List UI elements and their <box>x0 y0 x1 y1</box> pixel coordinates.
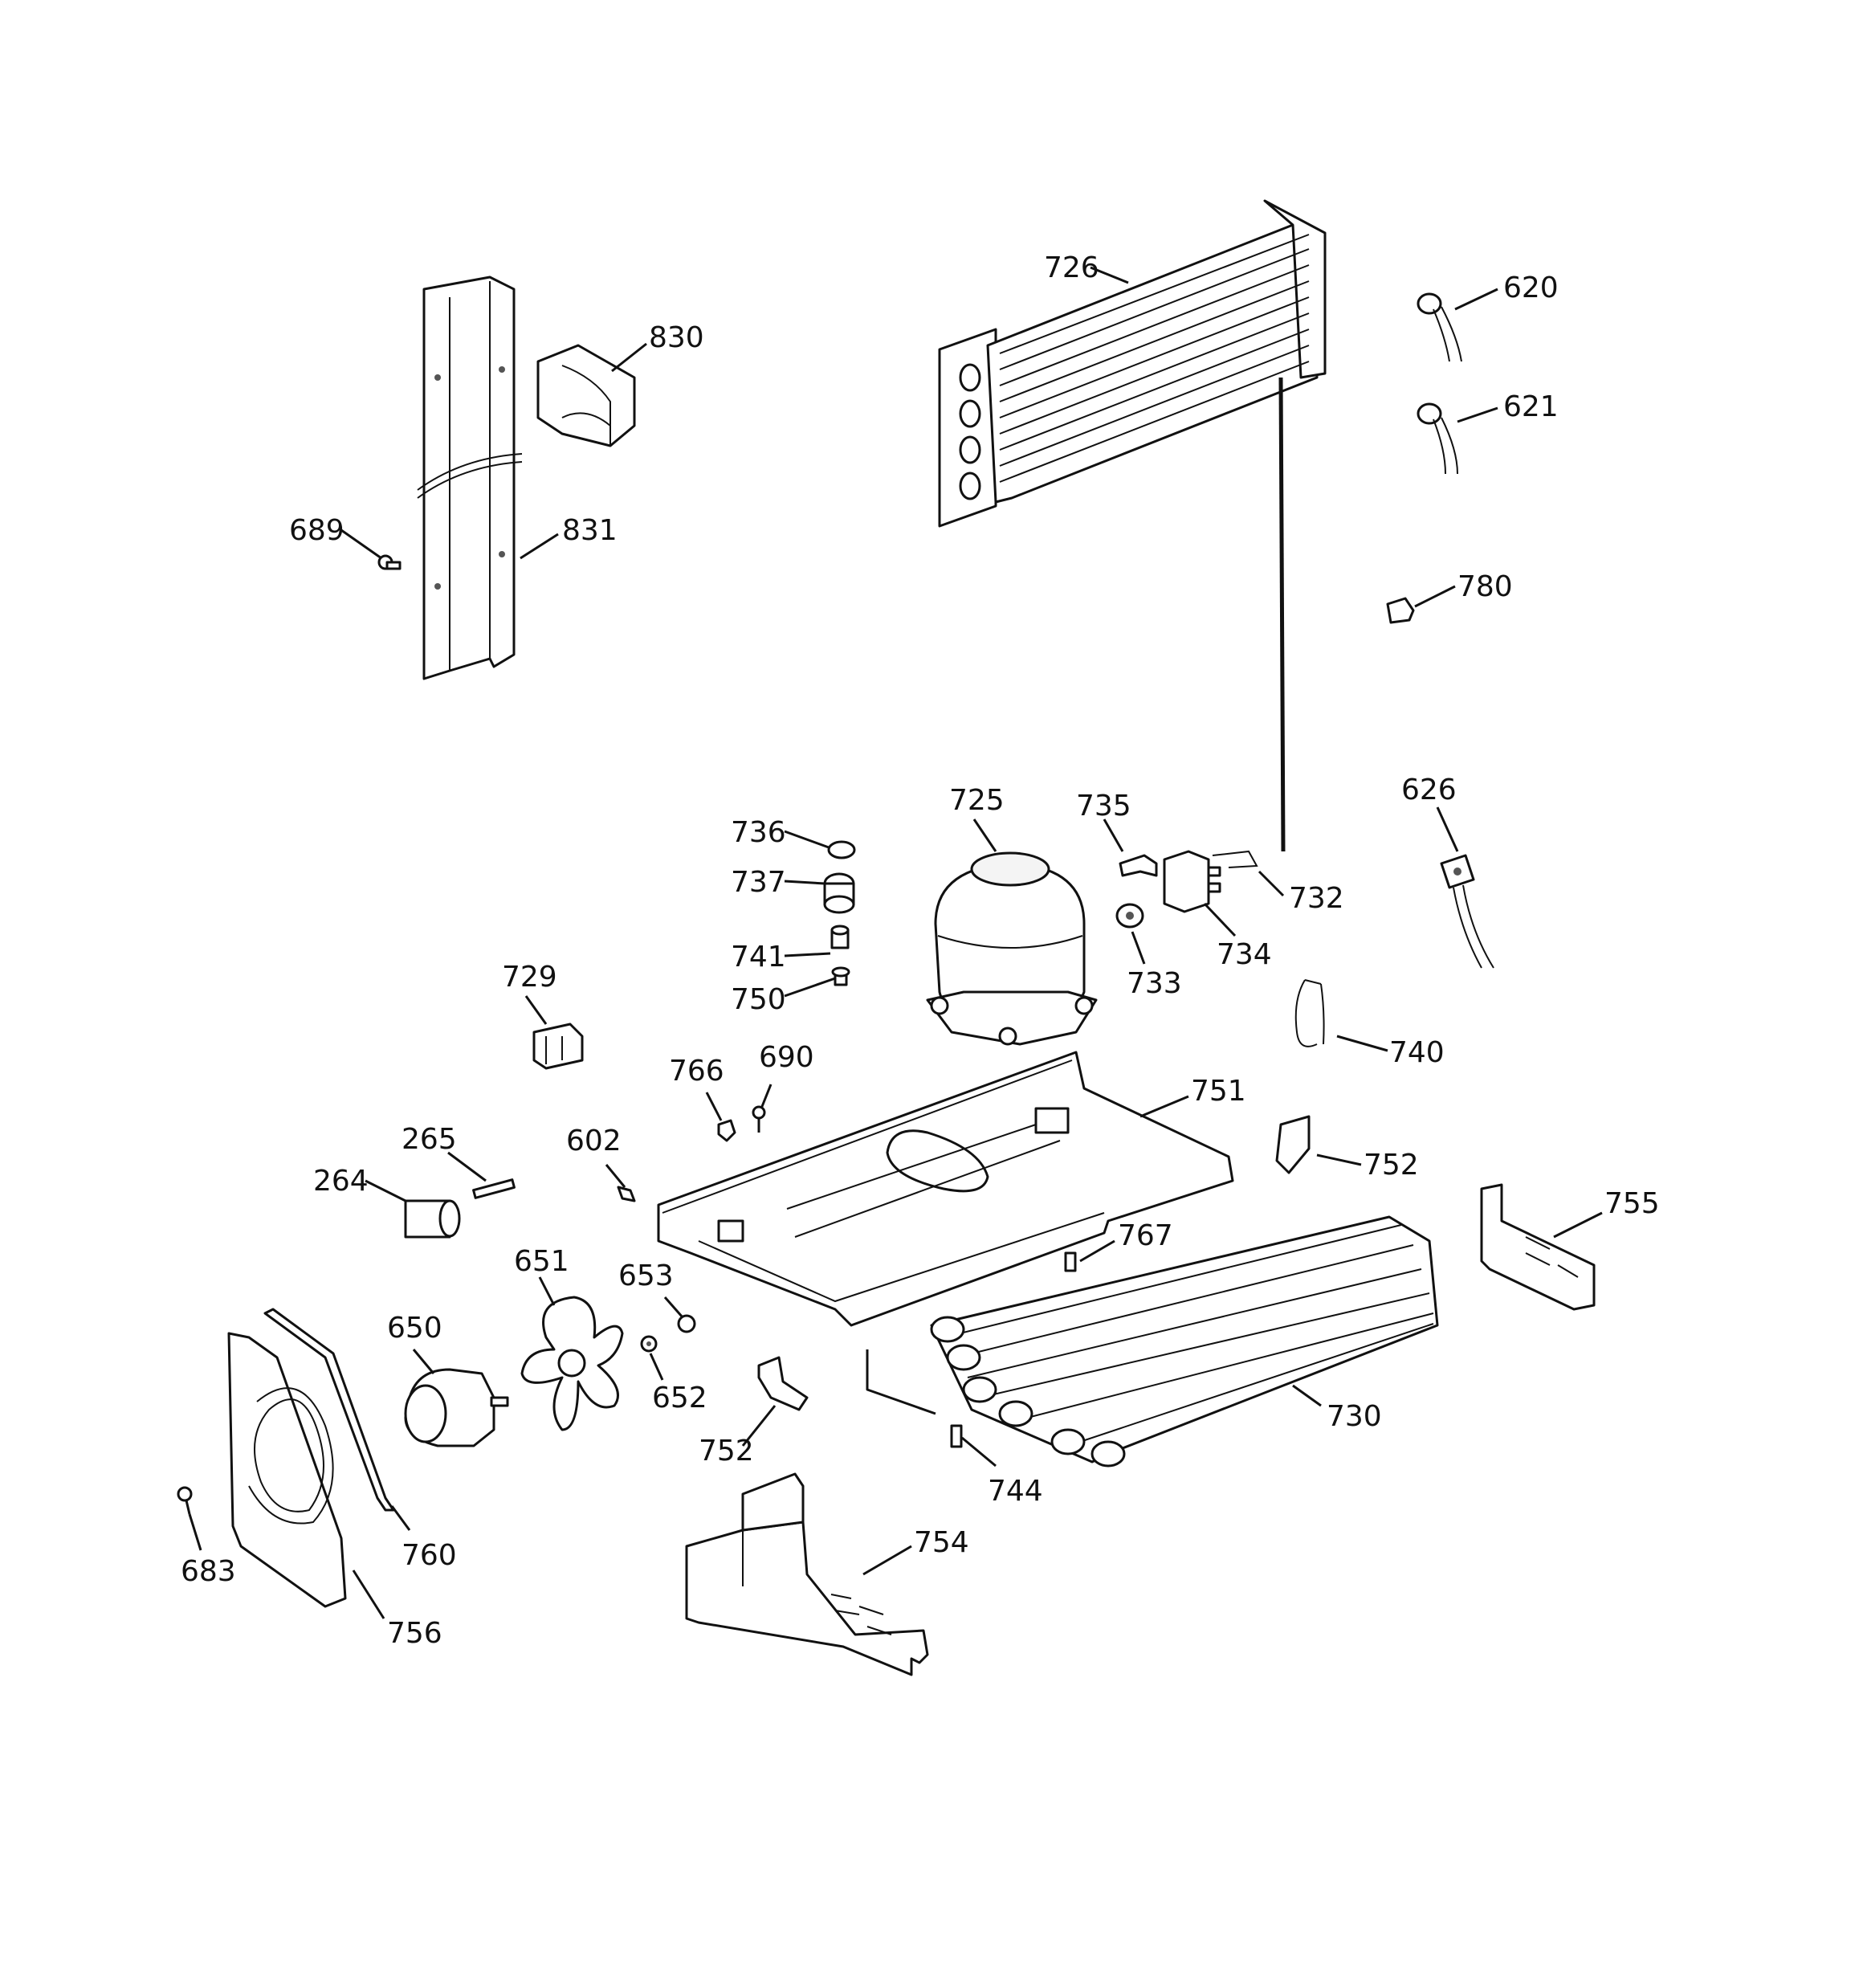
callout-730: 730 <box>1327 1400 1382 1433</box>
callout-683: 683 <box>181 1555 236 1588</box>
callout-766: 766 <box>669 1055 724 1088</box>
screw-689-part <box>377 554 402 570</box>
condenser-grid-part <box>866 1215 1439 1468</box>
screw-602-part <box>617 1186 636 1202</box>
callout-752-lower: 752 <box>699 1435 754 1468</box>
callout-labels: 726 620 621 830 831 689 780 736 737 741 … <box>181 251 1660 1650</box>
mounting-bracket-part <box>536 344 636 447</box>
callout-735: 735 <box>1076 790 1131 823</box>
callout-830: 830 <box>649 321 704 354</box>
capacitor-729-part <box>532 1023 584 1070</box>
callout-626: 626 <box>1401 774 1457 806</box>
fan-motor-part <box>404 1368 509 1447</box>
screw-690-part <box>752 1105 766 1133</box>
cord-621-part <box>1417 402 1458 475</box>
clip-744-part <box>950 1424 963 1448</box>
callout-755: 755 <box>1604 1187 1660 1220</box>
callout-689: 689 <box>289 514 344 547</box>
callout-734: 734 <box>1217 938 1272 971</box>
compressor-part <box>926 851 1098 1046</box>
callout-741: 741 <box>731 941 786 974</box>
callout-754: 754 <box>914 1526 969 1559</box>
callout-650: 650 <box>387 1312 442 1345</box>
callout-653: 653 <box>618 1259 674 1292</box>
bracket-755-part <box>1480 1183 1596 1311</box>
grommet-stack-part <box>823 840 856 986</box>
clip-767-part <box>1064 1251 1077 1272</box>
wire-732-part <box>1212 850 1258 868</box>
overload-733-part <box>1115 903 1144 929</box>
washer-652-part <box>640 1335 658 1353</box>
callout-737: 737 <box>731 866 786 899</box>
callout-736: 736 <box>731 816 786 849</box>
callout-651: 651 <box>514 1245 569 1278</box>
callout-751: 751 <box>1191 1075 1246 1108</box>
callout-264: 264 <box>313 1165 369 1198</box>
relay-734-part <box>1163 850 1221 913</box>
fan-shroud-part <box>227 1332 347 1608</box>
callout-740: 740 <box>1389 1036 1445 1069</box>
callout-620: 620 <box>1503 271 1559 304</box>
callout-652: 652 <box>652 1382 707 1414</box>
condenser-coil-part <box>938 199 1327 852</box>
bracket-754-part <box>685 1472 929 1676</box>
pin-265-part <box>472 1178 516 1199</box>
callout-265: 265 <box>402 1123 457 1156</box>
callout-744: 744 <box>988 1475 1043 1508</box>
callout-729: 729 <box>502 961 557 994</box>
callout-767: 767 <box>1118 1219 1173 1252</box>
bracket-752-lower-part <box>757 1356 809 1411</box>
bracket-752-upper-part <box>1275 1115 1311 1174</box>
callout-690: 690 <box>759 1041 814 1074</box>
leader-lines <box>188 266 1603 1619</box>
clip-766-part <box>717 1119 736 1142</box>
screw-683-part <box>177 1486 193 1515</box>
callout-726: 726 <box>1044 251 1099 284</box>
fan-blade-part <box>520 1296 624 1431</box>
side-rail-part <box>417 276 523 680</box>
callout-621: 621 <box>1503 390 1559 423</box>
callout-732: 732 <box>1289 882 1344 915</box>
clip-735-part <box>1119 854 1158 877</box>
cap-264-part <box>404 1199 461 1239</box>
callout-760: 760 <box>402 1539 457 1572</box>
base-pan-part <box>657 1051 1234 1327</box>
callout-733: 733 <box>1127 967 1182 1000</box>
callout-752-upper: 752 <box>1364 1149 1419 1182</box>
callout-750: 750 <box>731 983 786 1016</box>
power-cord-626-part <box>1440 854 1494 969</box>
callout-602: 602 <box>566 1125 622 1157</box>
cord-620-part <box>1417 292 1462 362</box>
callout-725: 725 <box>949 784 1005 817</box>
callout-831: 831 <box>562 514 618 547</box>
callout-756: 756 <box>387 1617 442 1650</box>
clip-780-part <box>1386 597 1415 624</box>
harness-740-part <box>1294 979 1325 1047</box>
nut-653-part <box>677 1314 696 1333</box>
callout-780: 780 <box>1457 570 1513 603</box>
